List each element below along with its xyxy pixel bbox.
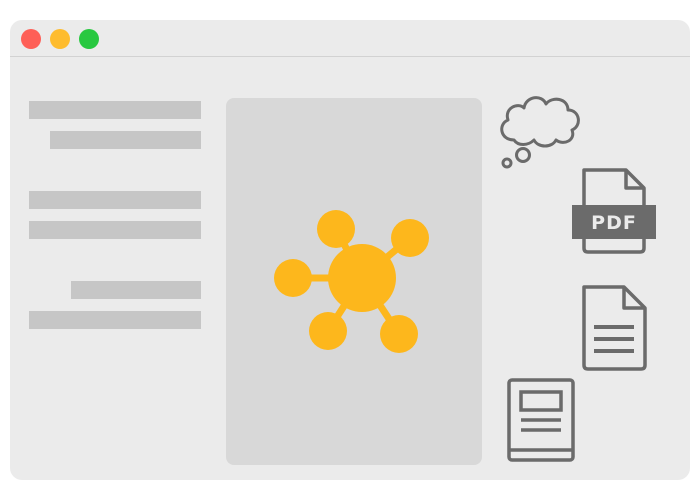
minimize-button[interactable] (50, 29, 70, 49)
text-line-placeholder (29, 311, 201, 329)
text-line-placeholder (71, 281, 201, 299)
book-icon (507, 378, 575, 462)
pdf-file-icon: PDF (572, 168, 656, 254)
close-button[interactable] (21, 29, 41, 49)
network-hub-icon (274, 210, 429, 353)
central-panel (226, 98, 482, 465)
pdf-label: PDF (591, 212, 637, 234)
document-icon (582, 285, 647, 371)
maximize-button[interactable] (79, 29, 99, 49)
title-bar (10, 20, 690, 57)
text-line-placeholder (29, 191, 201, 209)
text-line-placeholder (29, 221, 201, 239)
thought-bubble-icon (500, 96, 580, 169)
text-line-placeholder (50, 131, 201, 149)
app-window: PDF (10, 20, 690, 480)
text-line-placeholder (29, 101, 201, 119)
